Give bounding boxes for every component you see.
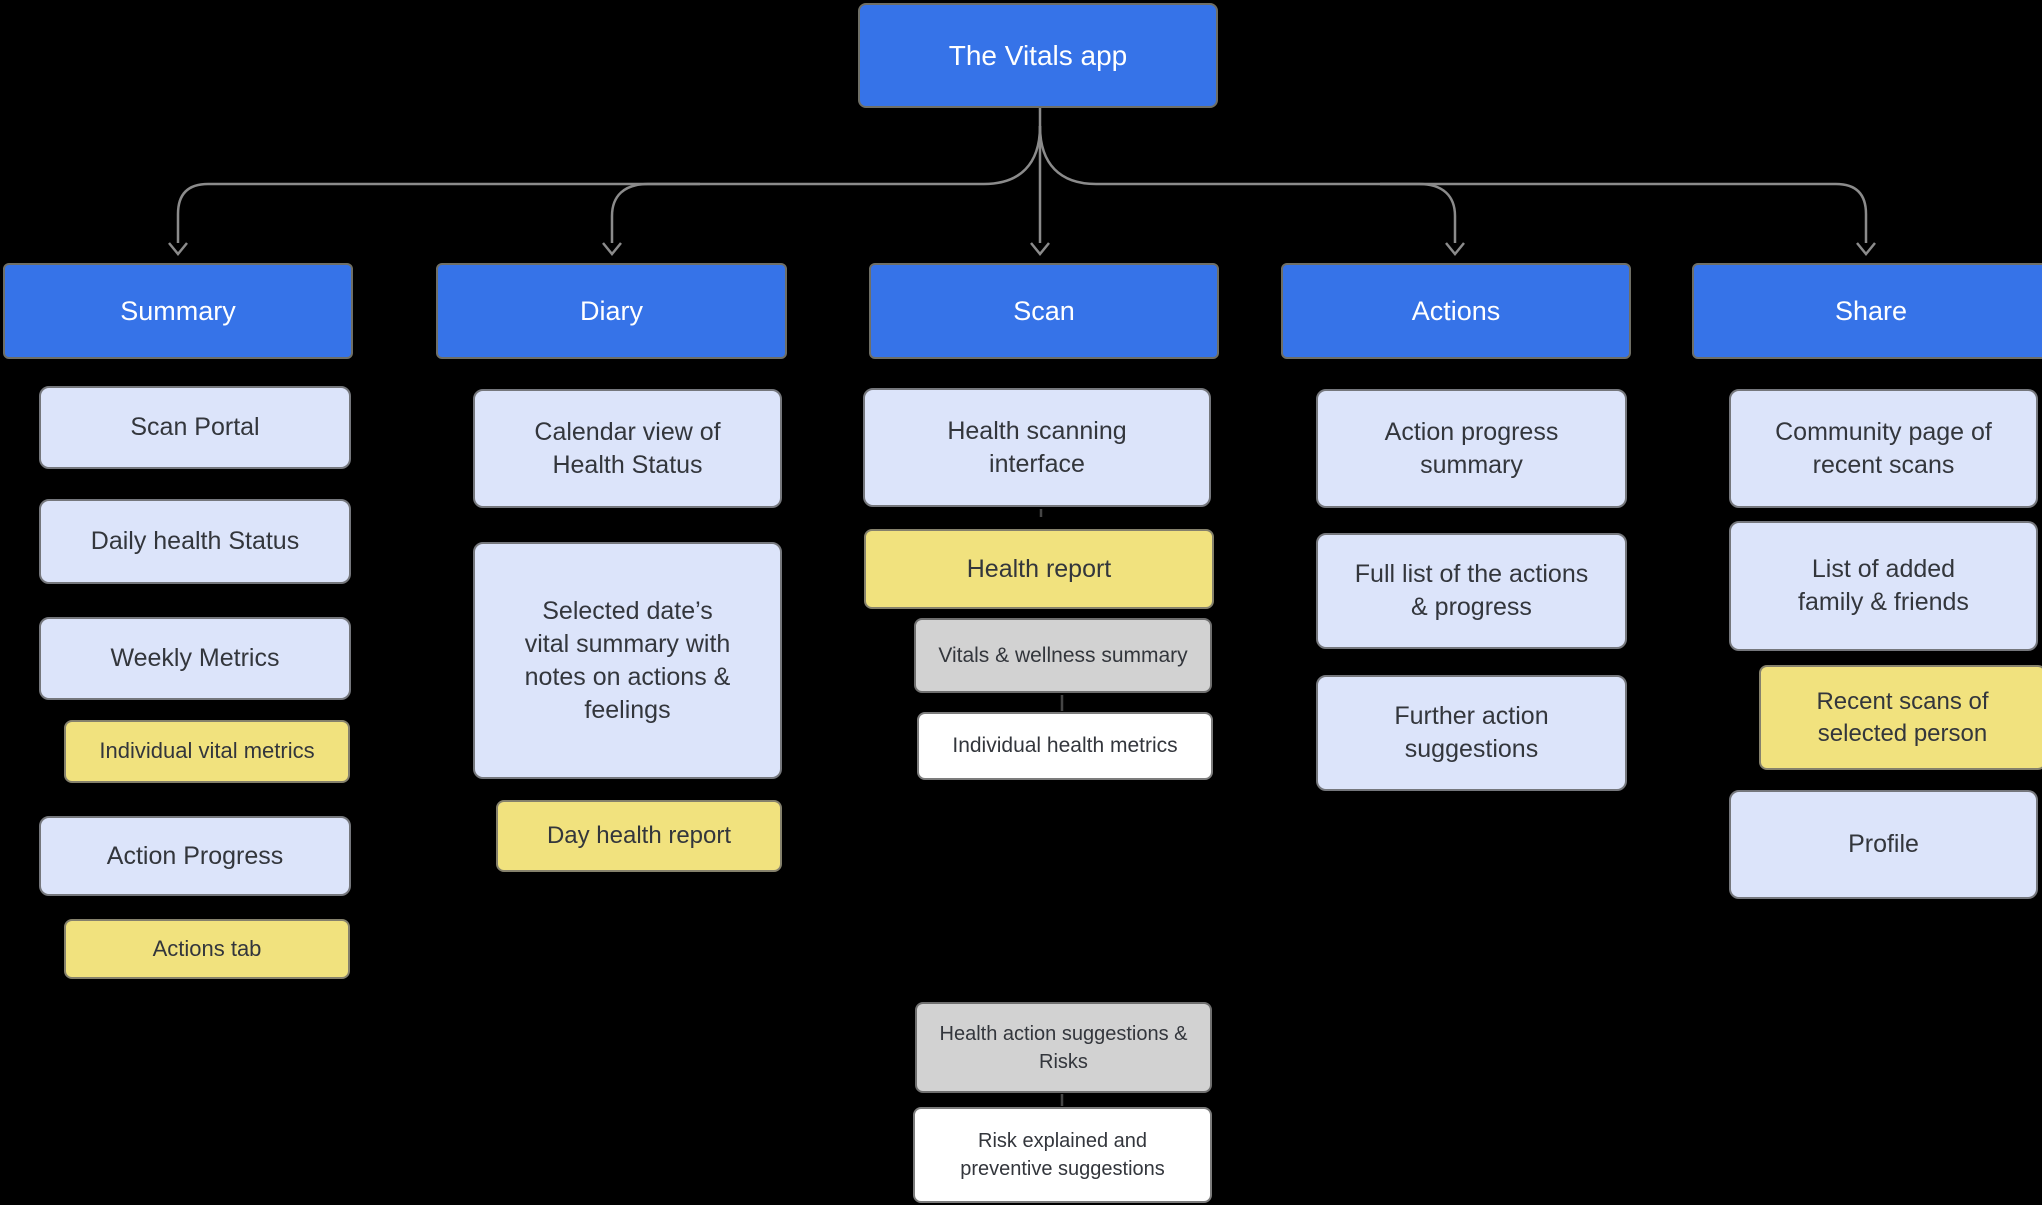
node-selected-date-vital-summary[interactable]: Selected date’s vital summary with notes… [473,542,782,779]
node-recent-scans-selected-person[interactable]: Recent scans of selected person [1759,665,2042,770]
node-individual-vital-metrics[interactable]: Individual vital metrics [64,720,350,783]
arrowhead-summary [168,242,188,256]
node-diary[interactable]: Diary [436,263,787,359]
node-action-progress-summary[interactable]: Action progress summary [1316,389,1627,508]
arrowhead-actions [1445,242,1465,256]
node-scan-portal[interactable]: Scan Portal [39,386,351,469]
connector-branch-diary [610,182,700,243]
node-health-report[interactable]: Health report [864,529,1214,609]
node-scan[interactable]: Scan [869,263,1219,359]
connector-branch-share [1038,125,1868,243]
arrowhead-scan [1030,242,1050,256]
node-summary[interactable]: Summary [3,263,353,359]
arrowhead-share [1856,242,1876,256]
node-further-action-suggestions[interactable]: Further action suggestions [1316,675,1627,791]
connector-branch-summary [176,125,1042,243]
node-daily-health-status[interactable]: Daily health Status [39,499,351,584]
node-actions[interactable]: Actions [1281,263,1631,359]
node-the-vitals-app[interactable]: The Vitals app [858,3,1218,108]
connector-branch-actions [1380,182,1457,243]
node-vitals-wellness-summary[interactable]: Vitals & wellness summary [914,618,1212,693]
arrowhead-diary [602,242,622,256]
node-health-action-suggestions-risks[interactable]: Health action suggestions & Risks [915,1002,1212,1093]
node-day-health-report[interactable]: Day health report [496,800,782,872]
node-share[interactable]: Share [1692,263,2042,359]
node-weekly-metrics[interactable]: Weekly Metrics [39,617,351,700]
node-full-list-actions-progress[interactable]: Full list of the actions & progress [1316,533,1627,649]
node-list-added-family-friends[interactable]: List of added family & friends [1729,521,2038,651]
node-community-page-recent-scans[interactable]: Community page of recent scans [1729,389,2038,508]
node-individual-health-metrics[interactable]: Individual health metrics [917,712,1213,780]
node-action-progress[interactable]: Action Progress [39,816,351,896]
node-profile[interactable]: Profile [1729,790,2038,899]
node-risk-explained-preventive-suggestions[interactable]: Risk explained and preventive suggestion… [913,1107,1212,1203]
node-calendar-view-health-status[interactable]: Calendar view of Health Status [473,389,782,508]
node-health-scanning-interface[interactable]: Health scanning interface [863,388,1211,507]
node-actions-tab[interactable]: Actions tab [64,919,350,979]
